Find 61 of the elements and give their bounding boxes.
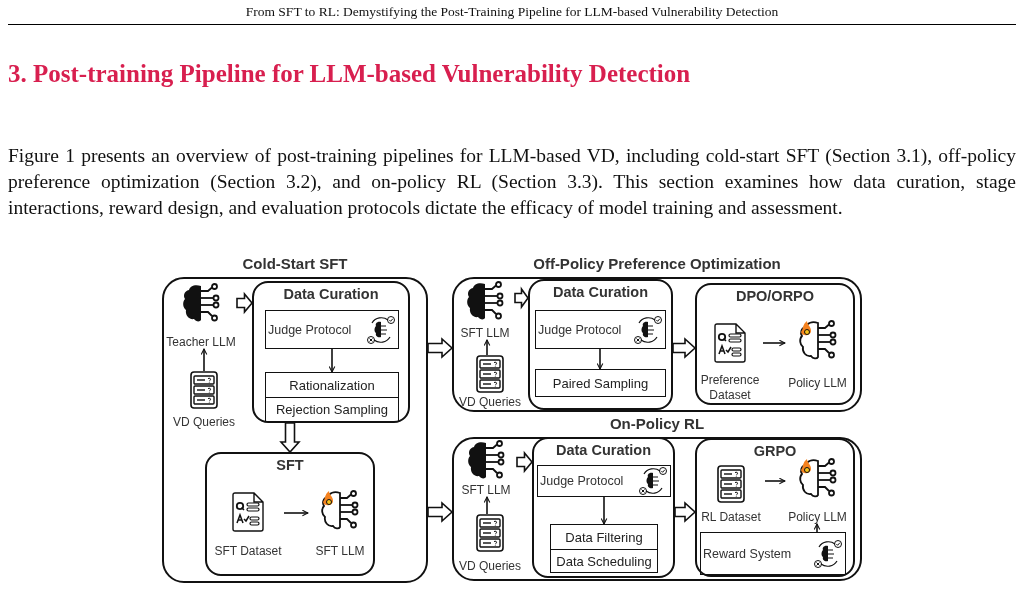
node-label: VD Queries	[173, 414, 235, 429]
block-arrow	[427, 337, 454, 359]
stage-panel	[528, 279, 673, 410]
panel-title: SFT	[275, 457, 305, 473]
node-label: VD Queries	[459, 394, 521, 409]
section-heading: Off-Policy Preference Optimization	[532, 255, 782, 272]
process-box	[535, 310, 666, 349]
panel-title: Data Curation	[554, 442, 653, 458]
panel-title: GRPO	[752, 443, 798, 459]
process-box: Paired Sampling	[535, 369, 666, 397]
section-heading: Cold-Start SFT	[241, 255, 349, 272]
section-heading: 3. Post-training Pipeline for LLM-based Vulnerability Detection	[8, 60, 691, 88]
node-label: SFT LLM	[315, 543, 365, 558]
stage-panel	[252, 281, 410, 423]
process-box: Rejection Sampling	[265, 397, 399, 422]
block-arrow	[672, 337, 697, 359]
node-label: Teacher LLM	[166, 334, 236, 349]
stage-panel	[205, 452, 375, 576]
process-box: Data Scheduling	[550, 549, 658, 573]
arrow	[762, 339, 786, 347]
panel-title: DPO/ORPO	[734, 288, 816, 304]
arrow	[813, 523, 821, 533]
arrow	[200, 348, 208, 372]
arrow	[764, 477, 786, 485]
arrow	[328, 348, 336, 373]
box-label: Judge Protocol	[540, 474, 624, 488]
arrow	[600, 496, 608, 525]
block-arrow	[427, 501, 454, 523]
node-label: SFT Dataset	[214, 543, 282, 558]
box-label: Reward System	[703, 546, 792, 561]
block-arrow	[514, 286, 529, 310]
process-box	[700, 532, 846, 575]
node-label: RL Dataset	[701, 509, 761, 524]
stage-panel	[695, 283, 855, 405]
block-arrow	[516, 450, 534, 474]
block-arrow	[674, 501, 697, 523]
arrow	[483, 496, 491, 515]
box-label: Judge Protocol	[268, 322, 352, 337]
box-label: Judge Protocol	[538, 322, 622, 337]
block-arrow	[279, 422, 301, 454]
arrow	[283, 509, 309, 517]
arrow	[596, 348, 604, 370]
node-label: Policy LLM	[788, 375, 847, 390]
node-label: Policy LLM	[788, 509, 847, 524]
arrow	[483, 339, 491, 356]
running-header: From SFT to RL: Demystifying the Post-Training Pipeline for LLM-based Vulnerability Detection	[244, 4, 780, 20]
process-box: Rationalization	[265, 372, 399, 398]
panel-title: Data Curation	[282, 286, 380, 302]
body-paragraph: Figure 1 presents an overview of post-training pipelines for LLM-based VD, including cold-start SFT (Section 3.1), off-policy preference optimization (Section 3.2), and on-policy RL (Section 3.3). This section examines how data curation, stage interactions, reward design, and evaluation protocols dictate the efficacy of model training and assessment.	[8, 144, 1016, 220]
process-box: Data Filtering	[550, 524, 658, 550]
node-label: SFT LLM	[461, 482, 511, 497]
stage-panel	[532, 437, 675, 578]
process-box	[265, 310, 399, 349]
stage-panel	[695, 438, 855, 577]
node-label: Preference Dataset	[699, 373, 761, 402]
node-label: VD Queries	[459, 558, 521, 573]
section-heading: On-Policy RL	[608, 415, 706, 432]
process-box	[537, 465, 671, 497]
panel-title: Data Curation	[551, 284, 650, 300]
block-arrow	[236, 291, 254, 315]
node-label: SFT LLM	[460, 325, 510, 340]
